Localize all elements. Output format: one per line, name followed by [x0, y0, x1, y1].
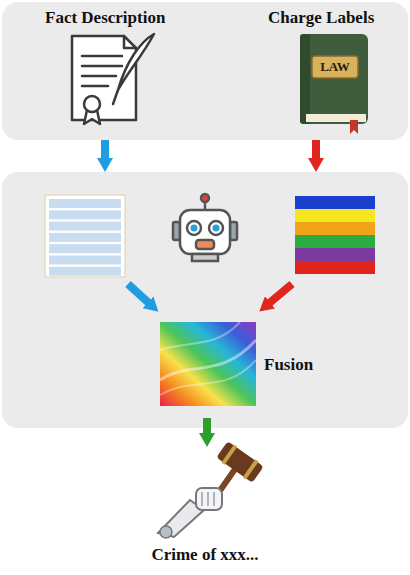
robot-icon	[196, 240, 214, 249]
document-icon	[84, 96, 100, 112]
text-holder: Charge Labels	[268, 8, 374, 28]
robot-icon	[173, 194, 237, 261]
robot-judge	[216, 441, 264, 483]
label-embedding	[295, 261, 375, 274]
panel-background	[2, 172, 408, 428]
flow-arrow	[101, 140, 109, 162]
label-embedding	[295, 196, 375, 274]
document-icon	[124, 36, 136, 48]
panel-background	[2, 2, 408, 140]
fusion-image	[160, 360, 256, 395]
robot-icon	[192, 254, 218, 261]
robot-icon	[201, 194, 209, 202]
law-book-icon	[300, 34, 368, 134]
robot-icon	[213, 225, 220, 232]
label-embedding	[295, 196, 375, 209]
output-caption: Crime of xxx...	[151, 545, 258, 565]
robot-judge	[202, 492, 214, 506]
document-icon	[82, 56, 122, 86]
flow-arrow	[312, 140, 320, 162]
book-title: LAW	[320, 59, 350, 75]
panel-heading: Fact Description	[45, 8, 165, 28]
label-embedding	[295, 248, 375, 261]
fact-embedding	[45, 195, 125, 277]
robot-judge	[221, 444, 237, 464]
robot-icon	[180, 210, 230, 254]
robot-judge	[158, 440, 264, 538]
text-holder: Fact Description	[45, 8, 165, 28]
robot-judge	[160, 526, 172, 538]
robot-icon	[209, 221, 223, 235]
label-embedding	[295, 235, 375, 248]
fact-embedding	[49, 210, 121, 219]
document-icon	[72, 34, 154, 124]
label-holder: LAW	[320, 59, 350, 75]
fact-embedding	[49, 267, 121, 276]
fact-embedding	[45, 195, 125, 277]
flow-arrows	[128, 284, 292, 437]
robot-judge	[243, 459, 259, 479]
flow-arrows	[128, 284, 151, 305]
fusion-image	[160, 322, 240, 350]
fact-embedding	[49, 256, 121, 265]
fusion-image	[160, 322, 256, 406]
panel-heading: Charge Labels	[268, 8, 374, 28]
robot-judge	[193, 440, 264, 515]
robot-judge	[196, 488, 222, 510]
label-embedding	[295, 222, 375, 235]
label-embedding	[295, 209, 375, 222]
fact-embedding	[49, 233, 121, 242]
fusion-image	[160, 322, 256, 406]
fact-embedding	[49, 244, 121, 253]
flow-arrows	[267, 284, 292, 305]
panel-heading: Fusion	[264, 355, 313, 375]
document-icon	[118, 34, 154, 90]
document-icon	[113, 90, 118, 104]
flow-arrows	[203, 418, 211, 437]
label-holder: Crime of xxx...	[151, 545, 258, 565]
fact-embedding	[49, 199, 121, 208]
law-book-icon	[312, 56, 358, 78]
fact-embedding	[49, 222, 121, 231]
fact-embedding	[49, 199, 121, 276]
law-book-icon	[300, 34, 310, 124]
text-holder: Fusion	[264, 355, 313, 375]
law-book-icon	[350, 120, 358, 134]
robot-icon	[191, 225, 198, 232]
law-book-icon	[300, 34, 368, 124]
robot-icon	[187, 221, 201, 235]
